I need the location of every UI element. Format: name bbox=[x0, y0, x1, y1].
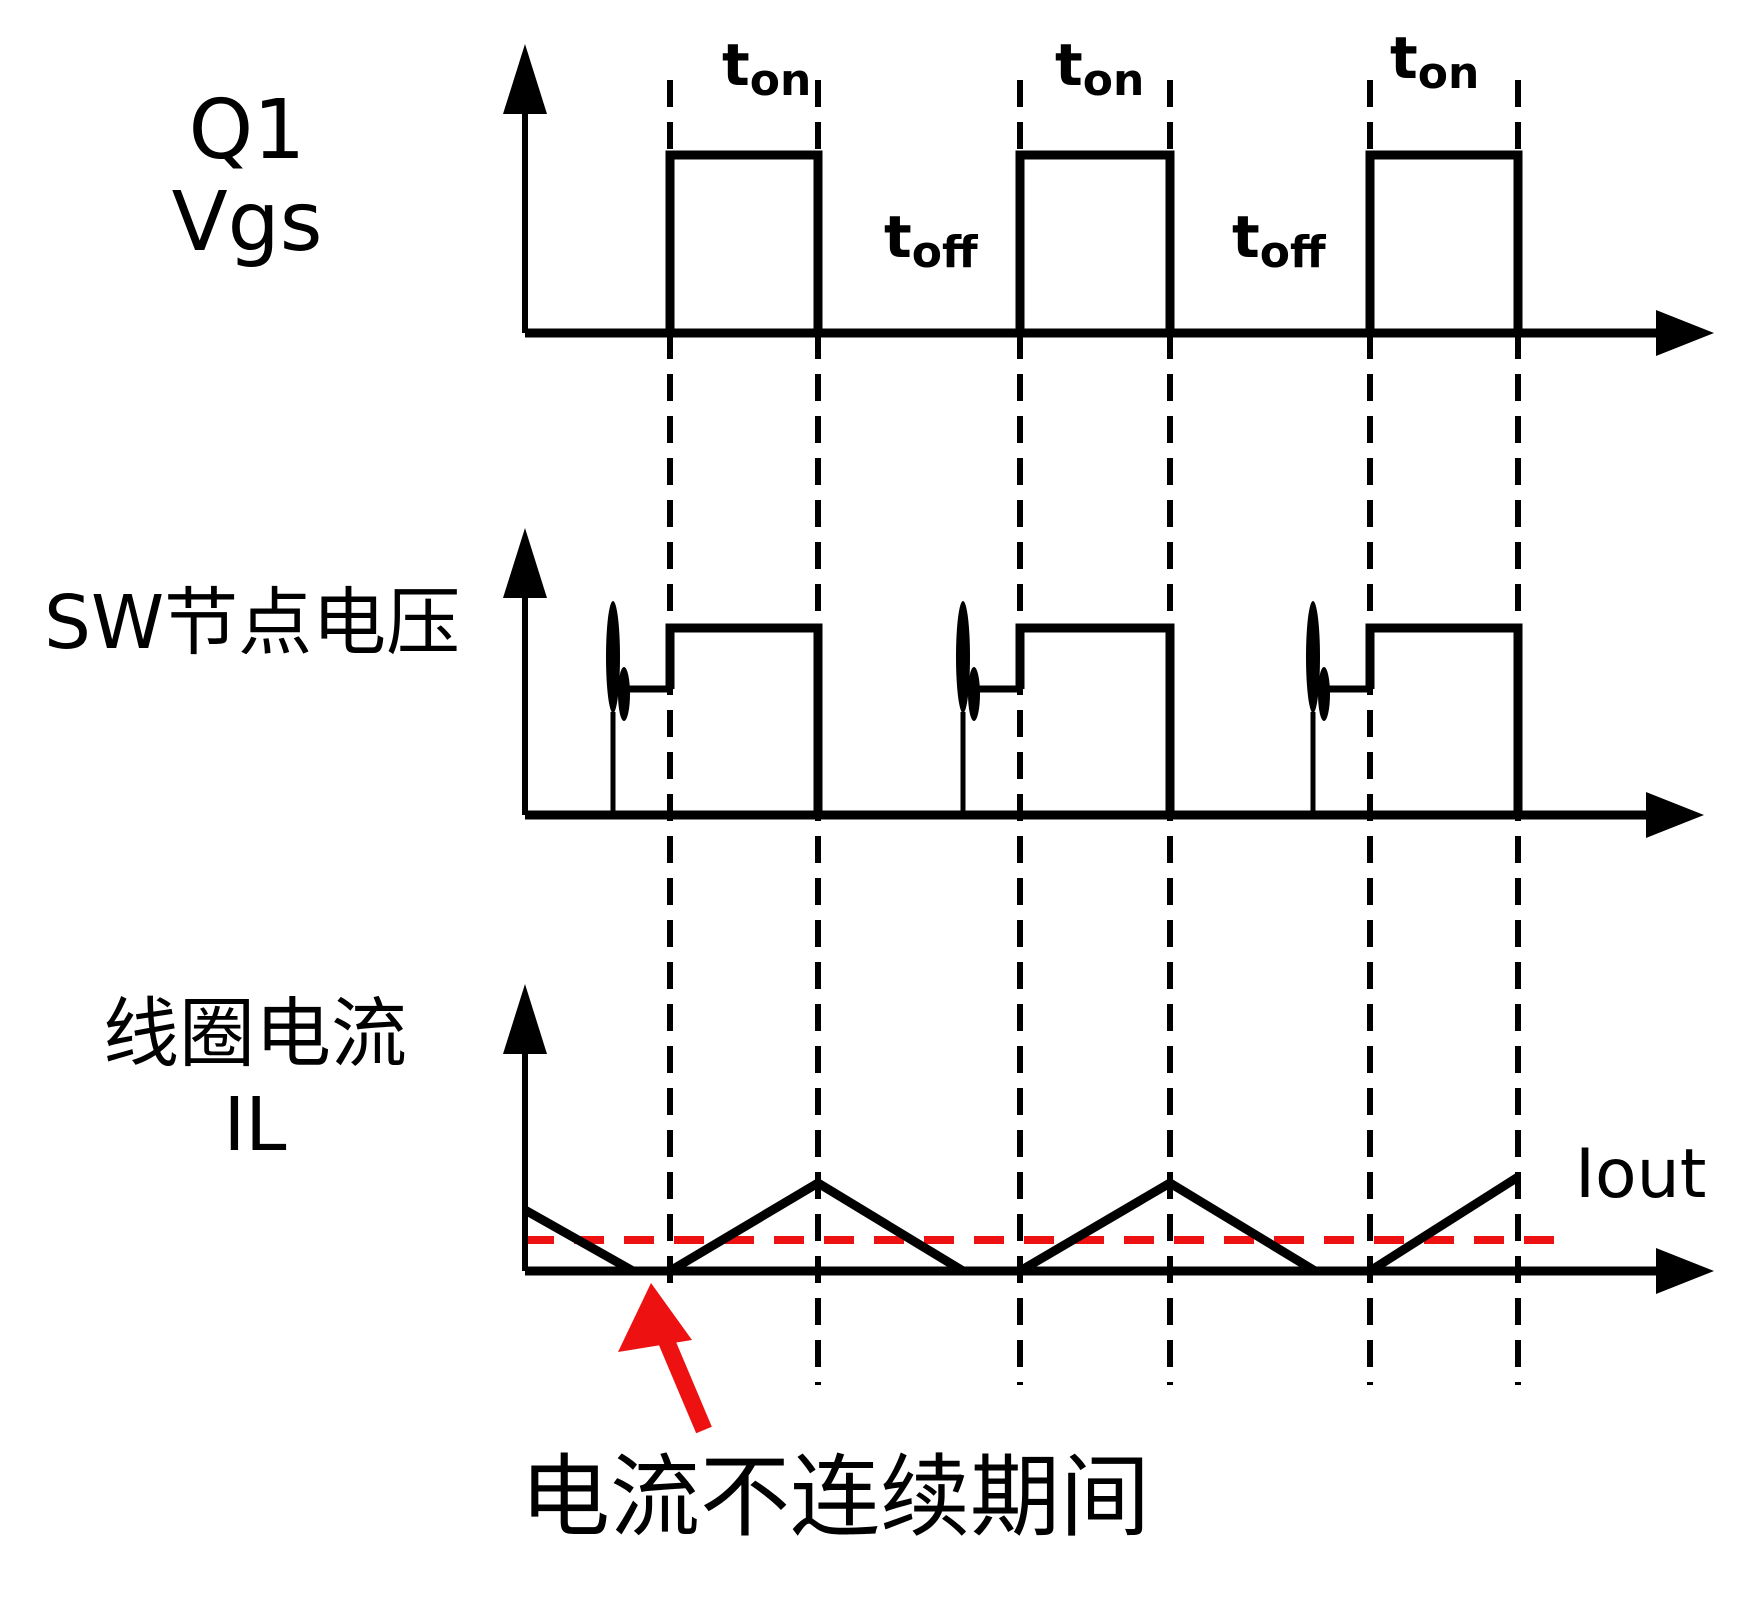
toff-label-2: toff bbox=[1232, 203, 1327, 278]
il-panel-label-line2: IL bbox=[223, 1082, 286, 1168]
il-x-axis-arrowhead-icon bbox=[1656, 1248, 1714, 1294]
annotation-arrow-shaft bbox=[658, 1336, 712, 1434]
discontinuous-annotation: 电流不连续期间 bbox=[520, 1283, 1150, 1550]
sw-node-waveform bbox=[665, 623, 1523, 815]
sw-node-panel: SW节点电压 bbox=[44, 528, 1704, 838]
ton-base: t bbox=[1390, 24, 1418, 92]
pulse-edge-dashed-lines bbox=[667, 80, 1521, 1385]
ringing-lobe-small bbox=[618, 667, 630, 721]
ton-label-1: ton bbox=[722, 31, 811, 106]
gate-y-axis-arrowhead-icon bbox=[503, 44, 547, 114]
toff-subscript: off bbox=[912, 227, 979, 278]
toff-base: t bbox=[884, 203, 912, 271]
ton-label-2: ton bbox=[1055, 31, 1144, 106]
gate-x-axis-arrowhead-icon bbox=[1656, 310, 1714, 356]
inductor-current-panel: 线圈电流 IL Iout bbox=[103, 984, 1714, 1294]
sw-y-axis-arrowhead-icon bbox=[503, 528, 547, 598]
ringing-lobe-small bbox=[1318, 667, 1330, 721]
gate-pulse-waveform bbox=[665, 150, 1523, 333]
ringing-lobe bbox=[606, 601, 620, 713]
sw-panel-label: SW节点电压 bbox=[44, 580, 460, 666]
ton-subscript: on bbox=[1083, 55, 1145, 106]
gate-label-line1: Q1 bbox=[189, 83, 306, 178]
toff-label-1: toff bbox=[884, 203, 979, 278]
ton-base: t bbox=[1055, 31, 1083, 99]
ringing-lobe-small bbox=[968, 667, 980, 721]
ton-base: t bbox=[722, 31, 750, 99]
sw-ringing-spike bbox=[606, 601, 630, 813]
sw-ringing-spike bbox=[1306, 601, 1330, 813]
sw-ringing-spike bbox=[956, 601, 980, 813]
sw-x-axis-arrowhead-icon bbox=[1646, 792, 1704, 838]
inductor-current-waveform bbox=[522, 1173, 1521, 1276]
il-y-axis-arrowhead-icon bbox=[503, 984, 547, 1054]
gate-label-line2: Vgs bbox=[172, 175, 323, 270]
iout-label: Iout bbox=[1575, 1135, 1706, 1214]
ton-subscript: on bbox=[1418, 48, 1480, 99]
discontinuous-period-label: 电流不连续期间 bbox=[520, 1445, 1150, 1550]
toff-subscript: off bbox=[1260, 227, 1327, 278]
toff-base: t bbox=[1232, 203, 1260, 271]
ton-subscript: on bbox=[750, 55, 812, 106]
ton-label-3: ton bbox=[1390, 24, 1479, 99]
ringing-lobe bbox=[956, 601, 970, 713]
il-panel-label-line1: 线圈电流 bbox=[103, 989, 407, 1078]
ringing-lobe bbox=[1306, 601, 1320, 713]
annotation-arrowhead-icon bbox=[618, 1283, 692, 1352]
gate-drive-panel: Q1 Vgs ton ton ton toff toff bbox=[172, 24, 1714, 356]
